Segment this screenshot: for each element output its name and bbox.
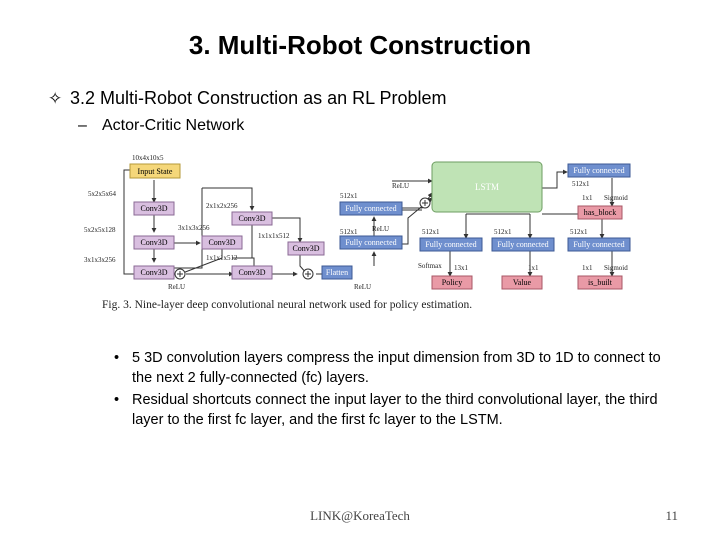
bullet-dot-icon: •	[114, 392, 120, 408]
sigmoid-label-2: Sigmoid	[604, 264, 628, 272]
conv3d-block-2: Conv3D	[133, 235, 175, 250]
section-heading: ✧ 3.2 Multi-Robot Construction as an RL P…	[48, 88, 447, 109]
flatten-label: Flatten	[326, 268, 348, 277]
flatten-block: Flatten	[321, 265, 353, 280]
bullet-text: Residual shortcuts connect the input lay…	[132, 392, 658, 428]
dim-hb: 1x1	[582, 194, 593, 202]
is-built-label: is_built	[588, 278, 613, 287]
dim-l1: 512x1	[422, 228, 440, 236]
dim-c1: 5x2x5x64	[88, 190, 117, 198]
bullet-list: • 5 3D convolution layers compress the in…	[112, 348, 672, 432]
conv2-label: Conv3D	[140, 238, 167, 247]
network-diagram: Input State Conv3D Conv3D Conv3D Conv3D …	[84, 154, 631, 311]
dash-bullet: –	[78, 117, 87, 134]
is-built-output: is_built	[577, 275, 623, 290]
fc-hb-label: Fully connected	[573, 166, 624, 175]
conv3d-block-1: Conv3D	[133, 201, 175, 216]
input-state-block: Input State	[129, 163, 181, 179]
diagram-arrows	[123, 169, 615, 277]
policy-label: Policy	[442, 278, 462, 287]
fc-policy-label: Fully connected	[425, 240, 476, 249]
value-label: Value	[513, 278, 532, 287]
dim-input: 10x4x10x5	[132, 154, 164, 162]
dim-f2: 512x1	[340, 228, 358, 236]
dim-c5: 2x1x2x256	[206, 202, 238, 210]
sigmoid-label-1: Sigmoid	[604, 194, 628, 202]
bullet-item: • 5 3D convolution layers compress the in…	[112, 348, 672, 388]
lstm-block: LSTM	[431, 161, 543, 213]
dim-l3: 512x1	[570, 228, 588, 236]
dim-f1: 512x1	[340, 192, 358, 200]
softmax-label: Softmax	[418, 262, 442, 270]
dim-l2: 512x1	[494, 228, 512, 236]
conv3d-block-7: Conv3D	[287, 241, 325, 256]
bullet-dot-icon: •	[114, 350, 120, 366]
conv5-label: Conv3D	[238, 214, 265, 223]
conv3d-block-3: Conv3D	[201, 235, 243, 250]
four-point-star-icon: ✧	[48, 89, 63, 108]
lstm-label: LSTM	[475, 182, 499, 192]
dim-c2: 5x2x5x128	[84, 226, 116, 234]
subheading: –Actor-Critic Network	[78, 117, 244, 135]
conv6-label: Conv3D	[238, 268, 265, 277]
dim-c4: 3x1x3x256	[178, 224, 210, 232]
fc-block-is-built: Fully connected	[567, 237, 631, 252]
relu-label-3: ReLU	[372, 225, 389, 233]
fc-block-2: Fully connected	[339, 201, 403, 216]
dim-ib: 1x1	[582, 264, 593, 272]
dim-c6: 1x1x1x512	[258, 232, 290, 240]
dim-o-hb: 512x1	[572, 180, 590, 188]
dim-policy: 13x1	[454, 264, 469, 272]
policy-output: Policy	[431, 275, 473, 290]
fc-value-label: Fully connected	[497, 240, 548, 249]
conv3d-block-6: Conv3D	[231, 265, 273, 280]
dim-c3: 3x1x3x256	[84, 256, 116, 264]
fc-block-has-block: Fully connected	[567, 163, 631, 178]
section-heading-text: 3.2 Multi-Robot Construction as an RL Pr…	[70, 88, 447, 108]
conv7-label: Conv3D	[292, 244, 319, 253]
dim-value: 1x1	[528, 264, 539, 272]
input-state-label: Input State	[138, 167, 173, 176]
relu-label-2: ReLU	[354, 283, 371, 291]
bullet-item: • Residual shortcuts connect the input la…	[112, 390, 672, 430]
has-block-label: has_block	[584, 208, 616, 217]
dim-c7: 1x1x1x512	[206, 254, 238, 262]
subheading-text: Actor-Critic Network	[102, 117, 245, 134]
fc-block-1: Fully connected	[339, 235, 403, 250]
fc-ib-label: Fully connected	[573, 240, 624, 249]
page-number: 11	[665, 508, 678, 523]
figure-caption: Fig. 3. Nine-layer deep convolutional ne…	[102, 299, 472, 311]
relu-label-1: ReLU	[168, 283, 185, 291]
dimension-labels: 10x4x10x5 5x2x5x64 5x2x5x128 3x1x3x256 3…	[84, 154, 628, 291]
conv3d-block-4: Conv3D	[133, 265, 175, 280]
conv4-label: Conv3D	[140, 268, 167, 277]
fc1-label: Fully connected	[345, 238, 396, 247]
conv3-label: Conv3D	[208, 238, 235, 247]
has-block-output: has_block	[577, 205, 623, 220]
footer-text: LINK@KoreaTech	[310, 508, 410, 523]
conv3d-block-5: Conv3D	[231, 211, 273, 226]
value-output: Value	[501, 275, 543, 290]
fc2-label: Fully connected	[345, 204, 396, 213]
relu-label-4: ReLU	[392, 182, 409, 190]
conv1-label: Conv3D	[140, 204, 167, 213]
slide-title: 3. Multi-Robot Construction	[188, 30, 532, 60]
bullet-text: 5 3D convolution layers compress the inp…	[132, 350, 661, 386]
fc-block-value: Fully connected	[491, 237, 555, 252]
fc-block-policy: Fully connected	[419, 237, 483, 252]
